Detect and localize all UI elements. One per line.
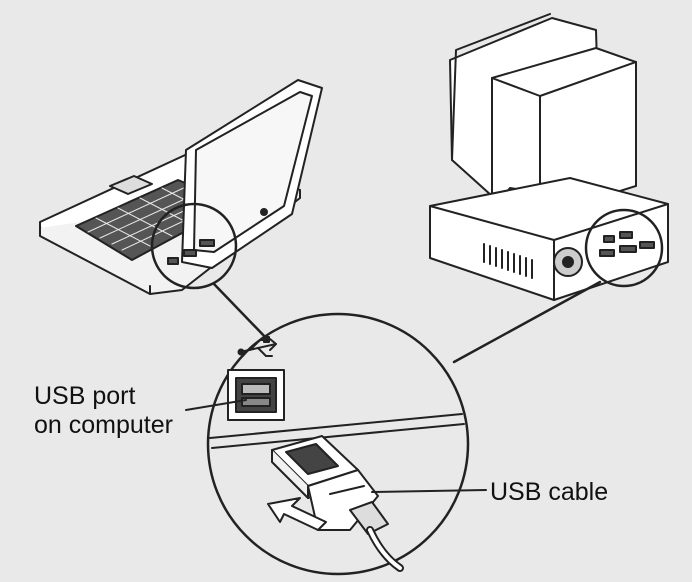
usb-port-label-line1: USB port: [34, 382, 136, 410]
usb-symbol-icon: [237, 336, 277, 357]
desktop-computer-icon: [429, 13, 669, 301]
magnified-view: [206, 312, 470, 576]
usb-cable-label: USB cable: [490, 478, 609, 506]
usb-port-label-line2: on computer: [34, 411, 173, 439]
usb-port-label: USB port on computer: [34, 382, 173, 440]
laptop-icon: [39, 79, 323, 295]
arrow-icon: [267, 497, 327, 531]
usb-port: [227, 369, 285, 421]
